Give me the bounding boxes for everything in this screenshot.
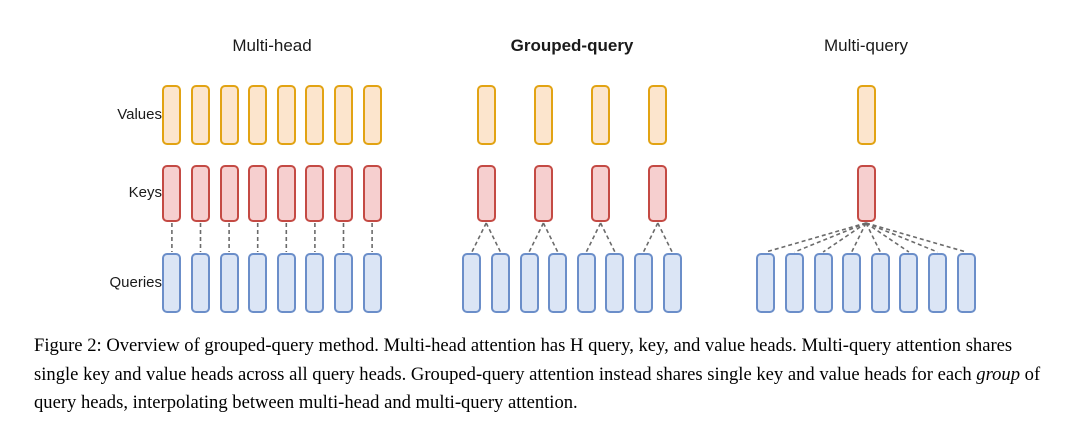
query-head-box (491, 253, 510, 313)
value-head-box (191, 85, 210, 145)
query-head-box (899, 253, 919, 313)
key-to-query-connector (657, 222, 673, 253)
query-head-box (662, 253, 682, 313)
query-head-box (842, 253, 862, 313)
key-head-box (856, 165, 876, 222)
query-head-box (928, 253, 947, 313)
key-to-query-connector (642, 222, 659, 253)
query-head-box (756, 253, 776, 313)
row-label-keys: Keys (128, 184, 162, 201)
key-to-query-connector (865, 222, 910, 253)
query-head-box (548, 253, 568, 313)
value-head-box (533, 85, 553, 145)
key-to-query-connector (585, 222, 602, 253)
query-head-box (576, 253, 596, 313)
key-to-query-connector (528, 222, 545, 253)
key-to-query-connector (765, 222, 867, 253)
value-head-box (248, 85, 268, 145)
key-head-box (248, 165, 268, 222)
key-to-query-connector (471, 222, 487, 253)
key-head-box (162, 165, 182, 222)
key-to-query-connector (542, 222, 559, 253)
figure-caption: Figure 2: Overview of grouped-query meth… (34, 332, 1046, 418)
query-head-box (634, 253, 653, 313)
query-head-box (870, 253, 890, 313)
panel-title-multi-head: Multi-head (232, 36, 312, 55)
key-to-query-connector (865, 222, 938, 253)
key-to-query-connector (794, 222, 867, 253)
key-head-box (191, 165, 210, 222)
value-head-box (856, 85, 876, 145)
key-to-query-connector (865, 222, 967, 253)
query-head-box (519, 253, 539, 313)
value-head-box (648, 85, 668, 145)
attention-variants-diagram: Multi-head Grouped-query Multi-query Val… (109, 36, 976, 313)
panel-title-multi-query: Multi-query (823, 36, 909, 55)
key-head-box (591, 165, 611, 222)
value-head-box (591, 85, 611, 145)
value-head-box (162, 85, 182, 145)
key-to-query-connector (850, 222, 867, 253)
query-head-box (813, 253, 833, 313)
value-head-box (476, 85, 496, 145)
query-head-box (462, 253, 482, 313)
query-head-box (276, 253, 296, 313)
key-head-box (648, 165, 668, 222)
key-head-box (276, 165, 296, 222)
value-head-box (305, 85, 325, 145)
key-head-box (533, 165, 553, 222)
query-head-box (605, 253, 625, 313)
key-head-box (305, 165, 325, 222)
key-head-box (362, 165, 382, 222)
query-head-box (219, 253, 239, 313)
value-head-box (362, 85, 382, 145)
query-head-box (162, 253, 182, 313)
key-to-query-connector (599, 222, 616, 253)
caption-text-part-1: Overview of grouped-query method. Multi-… (34, 335, 1013, 385)
key-to-query-connector (822, 222, 867, 253)
query-head-box (785, 253, 804, 313)
key-head-box (334, 165, 353, 222)
row-label-queries: Queries (109, 274, 162, 291)
caption-text-part-2: of query heads, interpolating between mu… (34, 363, 1041, 414)
caption-label: Figure 2: (34, 335, 102, 356)
panel-title-grouped-query: Grouped-query (510, 36, 634, 55)
value-head-box (219, 85, 239, 145)
query-head-box (305, 253, 325, 313)
query-head-box (191, 253, 210, 313)
value-head-box (276, 85, 296, 145)
row-label-values: Values (117, 106, 162, 123)
query-head-box (248, 253, 268, 313)
query-head-box (334, 253, 353, 313)
caption-italic-word: group (976, 363, 1021, 385)
query-head-box (956, 253, 976, 313)
key-to-query-connector (865, 222, 882, 253)
value-head-box (334, 85, 353, 145)
key-head-box (476, 165, 496, 222)
key-to-query-connector (485, 222, 502, 253)
key-head-box (219, 165, 239, 222)
query-head-box (362, 253, 382, 313)
